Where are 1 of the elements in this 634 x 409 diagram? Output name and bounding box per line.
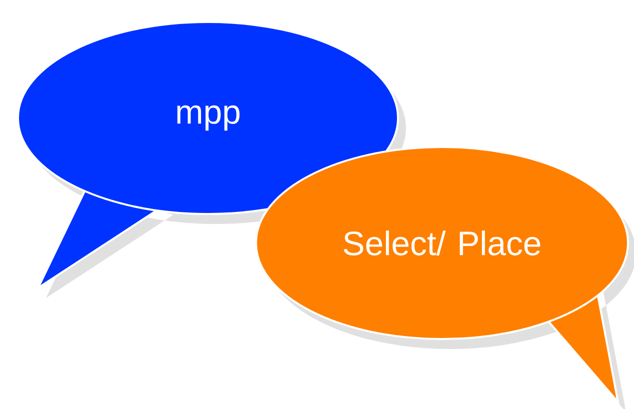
speech-bubble: Select/ Place	[255, 146, 634, 409]
